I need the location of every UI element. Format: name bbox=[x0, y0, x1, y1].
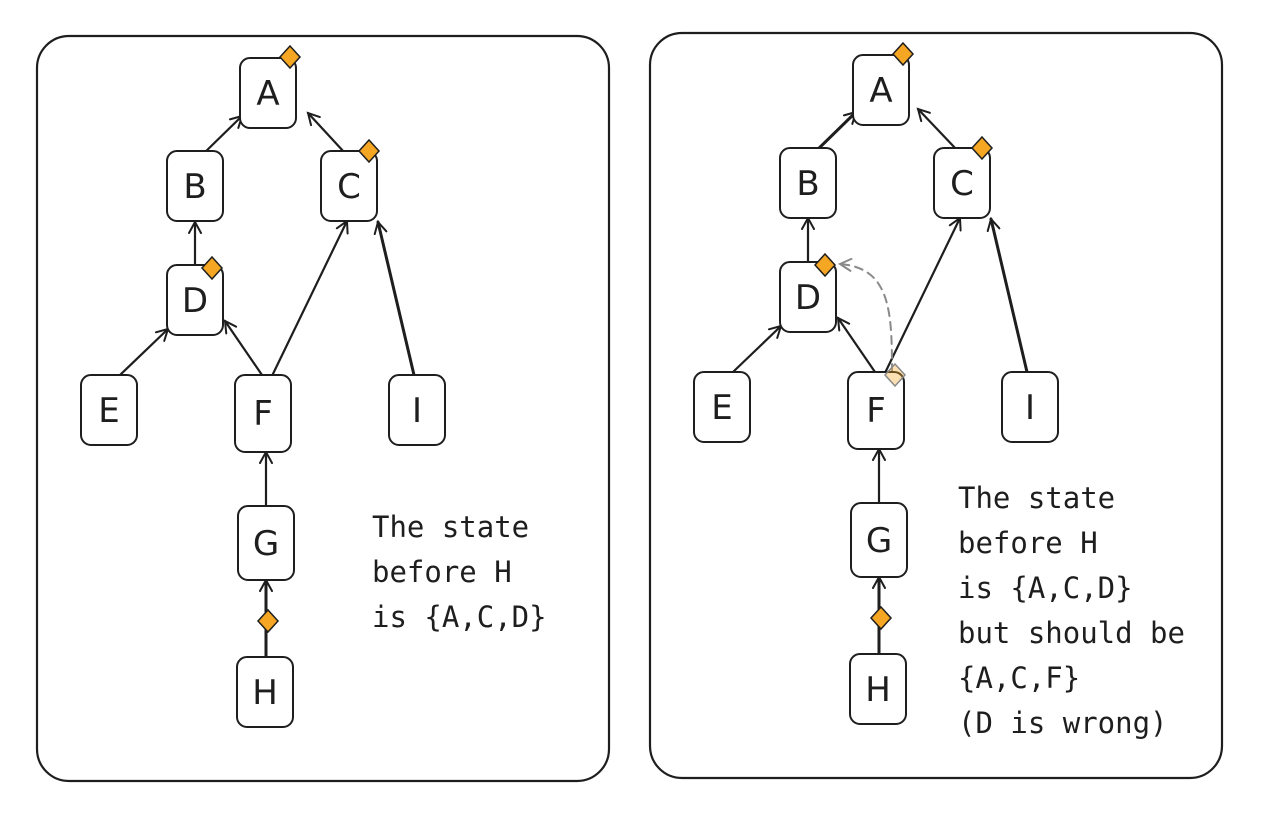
node-f-right-label: F bbox=[866, 391, 886, 431]
edge-f-to-d-right bbox=[838, 318, 877, 374]
node-g-right: G bbox=[850, 502, 908, 578]
node-b-right: B bbox=[779, 147, 837, 219]
right-note-line-2: before H bbox=[958, 526, 1098, 560]
marker-diamond-a-icon bbox=[278, 44, 302, 70]
left-panel: A B C D E F I G H The state before H is … bbox=[35, 34, 611, 783]
edge-c-to-a-right bbox=[918, 109, 959, 152]
node-i-right: I bbox=[1001, 371, 1059, 443]
node-f-right: F bbox=[847, 371, 905, 450]
edge-c-to-a bbox=[308, 113, 346, 154]
marker-diamond-d-right-icon bbox=[813, 252, 837, 278]
node-g-label: G bbox=[253, 524, 279, 564]
left-note-line-1: The state bbox=[372, 510, 529, 544]
node-a: A bbox=[239, 57, 297, 129]
node-e: E bbox=[80, 374, 138, 446]
edge-f-to-c bbox=[269, 221, 347, 380]
left-note-line-3: is {A,C,D} bbox=[372, 600, 547, 634]
marker-diamond-h-right-icon bbox=[869, 605, 893, 631]
edge-e-to-d-right bbox=[731, 326, 781, 374]
edge-dashed-f-to-d bbox=[840, 264, 893, 373]
node-h: H bbox=[236, 656, 294, 728]
edge-i-to-c-right bbox=[991, 219, 1029, 374]
node-h-label: H bbox=[252, 673, 278, 713]
left-markers bbox=[200, 44, 381, 634]
node-c-right-label: C bbox=[950, 164, 974, 204]
left-panel-frame bbox=[35, 34, 611, 783]
right-note-line-3: is {A,C,D} bbox=[958, 571, 1133, 605]
node-b-label: B bbox=[183, 167, 206, 207]
node-e-right: E bbox=[693, 371, 751, 443]
node-g: G bbox=[237, 505, 295, 581]
edge-i-to-c bbox=[378, 222, 416, 377]
node-d-right-label: D bbox=[795, 278, 821, 318]
node-b-right-label: B bbox=[796, 164, 819, 204]
node-d-label: D bbox=[182, 281, 208, 321]
marker-diamond-f-faded-icon bbox=[883, 362, 907, 388]
node-c: C bbox=[320, 150, 378, 222]
node-i-label: I bbox=[412, 391, 422, 431]
node-a-label: A bbox=[256, 74, 279, 114]
marker-diamond-a-right-icon bbox=[891, 41, 915, 67]
node-c-right: C bbox=[933, 147, 991, 219]
edge-e-to-d bbox=[118, 329, 168, 377]
marker-diamond-h-icon bbox=[256, 608, 280, 634]
node-a-right-label: A bbox=[869, 71, 892, 111]
node-b: B bbox=[166, 150, 224, 222]
node-e-right-label: E bbox=[711, 388, 732, 428]
node-f: F bbox=[234, 374, 292, 453]
node-a-right: A bbox=[852, 54, 910, 126]
node-c-label: C bbox=[337, 167, 361, 207]
left-edges bbox=[118, 113, 416, 659]
right-note-line-4: but should be bbox=[958, 616, 1185, 650]
edge-f-to-c-right bbox=[882, 218, 960, 377]
node-h-right: H bbox=[849, 653, 907, 725]
edge-f-to-d bbox=[225, 321, 264, 377]
node-e-label: E bbox=[98, 391, 119, 431]
right-panel-frame bbox=[648, 31, 1224, 780]
marker-diamond-c-icon bbox=[357, 138, 381, 164]
right-panel: A B C D E F I G H The state before H is … bbox=[648, 31, 1224, 780]
marker-diamond-d-icon bbox=[200, 255, 224, 281]
node-h-right-label: H bbox=[865, 670, 891, 710]
right-note-line-1: The state bbox=[958, 481, 1115, 515]
node-i-right-label: I bbox=[1025, 388, 1035, 428]
node-d-right: D bbox=[779, 261, 837, 333]
right-markers bbox=[813, 41, 994, 631]
right-note-line-6: (D is wrong) bbox=[958, 706, 1168, 740]
node-d: D bbox=[166, 264, 224, 336]
right-note-line-5: {A,C,F} bbox=[958, 661, 1080, 695]
node-f-label: F bbox=[253, 394, 273, 434]
marker-diamond-c-right-icon bbox=[970, 135, 994, 161]
left-note-line-2: before H bbox=[372, 555, 512, 589]
node-g-right-label: G bbox=[866, 521, 892, 561]
node-i: I bbox=[388, 374, 446, 446]
